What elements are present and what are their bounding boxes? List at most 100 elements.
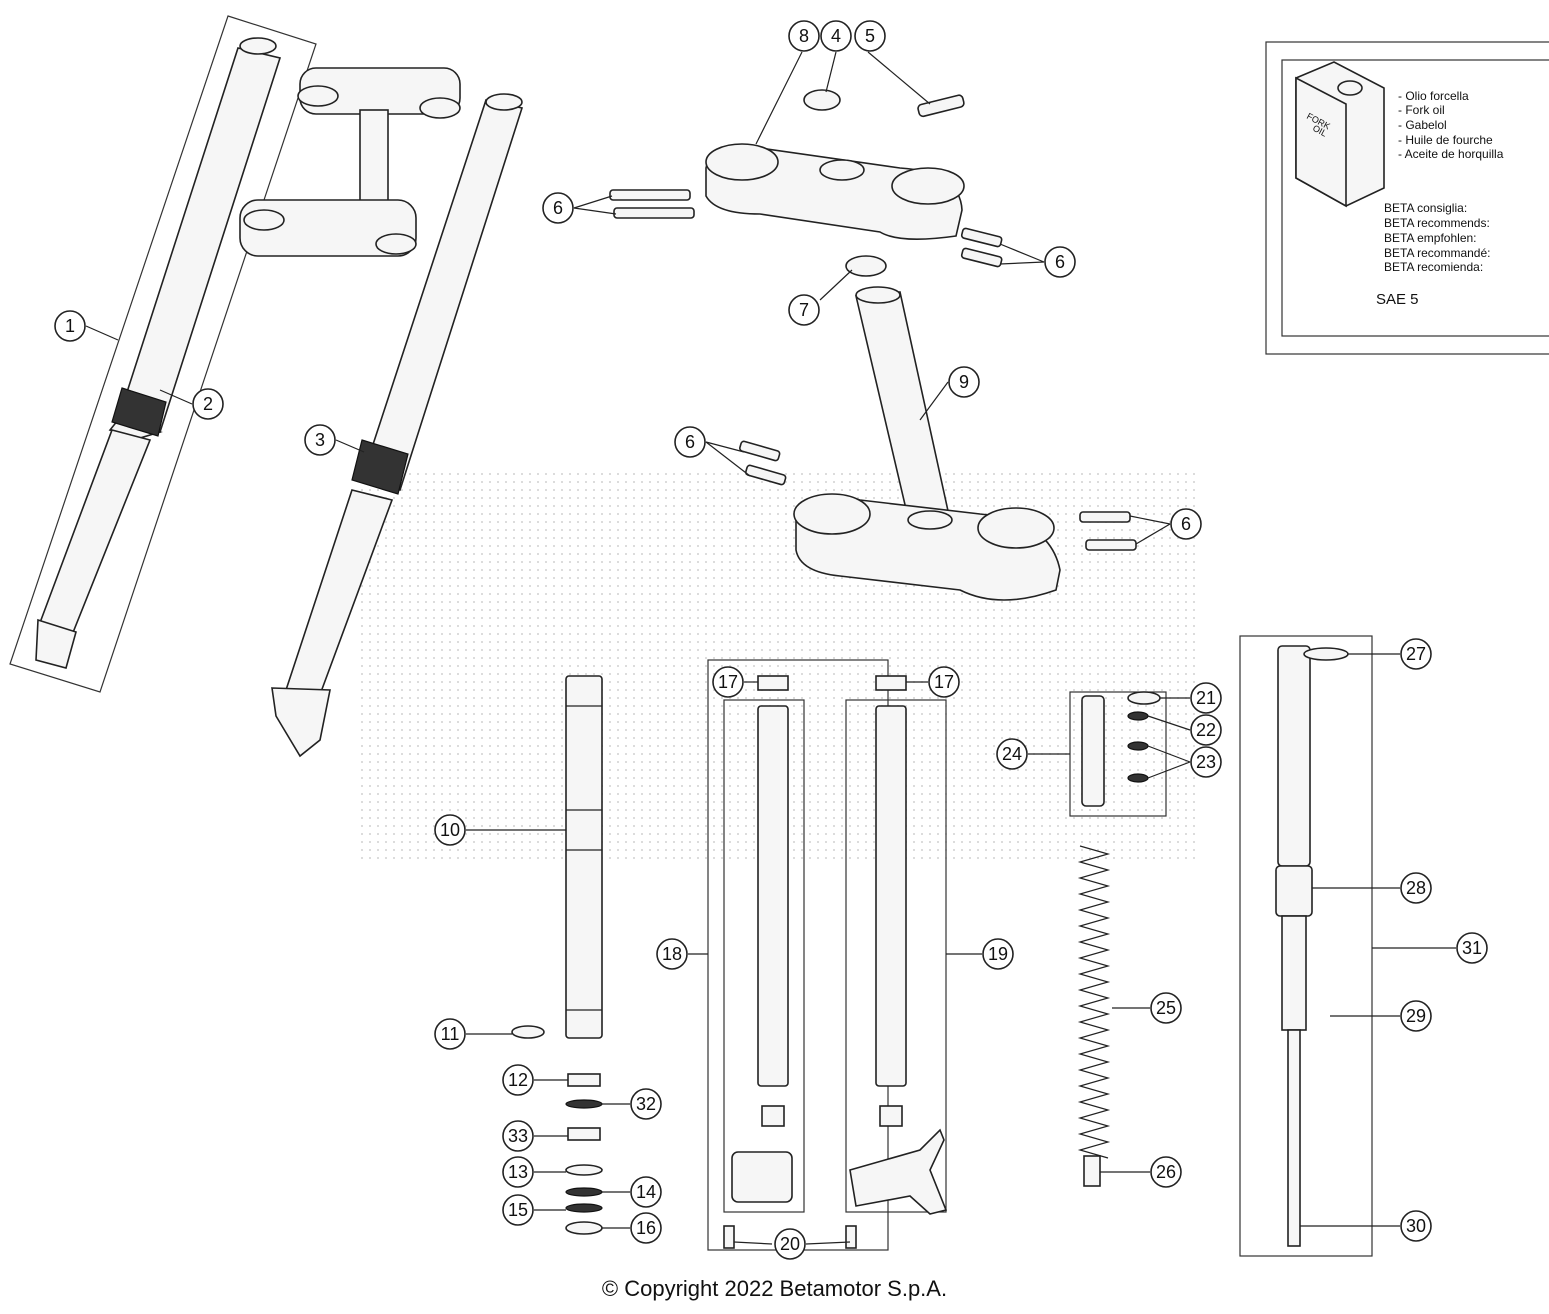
- callout-7: 7: [788, 294, 820, 326]
- callout-4: 4: [820, 20, 852, 52]
- callout-26: 26: [1150, 1156, 1182, 1188]
- callout-33: 33: [502, 1120, 534, 1152]
- oil-name-fr: - Huile de fourche: [1398, 133, 1493, 147]
- callout-29: 29: [1400, 1000, 1432, 1032]
- callout-30: 30: [1400, 1210, 1432, 1242]
- callout-14: 14: [630, 1176, 662, 1208]
- recommend-es: BETA recomienda:: [1384, 260, 1483, 274]
- callout-number: 28: [1406, 878, 1426, 898]
- callout-number: 8: [799, 26, 809, 46]
- callout-16: 16: [630, 1212, 662, 1244]
- callout-number: 17: [934, 672, 954, 692]
- callout-1: 1: [54, 310, 86, 342]
- callout-number: 27: [1406, 644, 1426, 664]
- callout-5: 5: [854, 20, 886, 52]
- callout-12: 12: [502, 1064, 534, 1096]
- callout-number: 30: [1406, 1216, 1426, 1236]
- callout-6: 6: [542, 192, 574, 224]
- recommend-de: BETA empfohlen:: [1384, 231, 1477, 245]
- callout-32: 32: [630, 1088, 662, 1120]
- callout-number: 6: [1181, 514, 1191, 534]
- clamp-assembly-small: [239, 67, 461, 257]
- callout-20: 20: [774, 1228, 806, 1260]
- callout-11: 11: [434, 1018, 466, 1050]
- callout-number: 11: [441, 1024, 460, 1044]
- callout-19: 19: [982, 938, 1014, 970]
- callout-number: 18: [662, 944, 682, 964]
- valve-assembly: [1069, 691, 1167, 817]
- callout-6: 6: [1170, 508, 1202, 540]
- fork-left-assembly: [9, 15, 317, 693]
- callout-number: 19: [988, 944, 1008, 964]
- inner-tube-right: [845, 675, 948, 1249]
- callout-number: 15: [508, 1200, 528, 1220]
- callout-6: 6: [1044, 246, 1076, 278]
- inner-tube-left: [707, 659, 889, 1251]
- oil-name-en: - Fork oil: [1398, 103, 1445, 117]
- oil-legend: FORK OIL - Olio forcella - Fork oil - Ga…: [1265, 41, 1549, 355]
- callout-number: 16: [636, 1218, 656, 1238]
- callout-number: 6: [1055, 252, 1065, 272]
- callout-18: 18: [656, 938, 688, 970]
- oil-name-it: - Olio forcella: [1398, 89, 1469, 103]
- callout-2: 2: [192, 388, 224, 420]
- recommend-it: BETA consiglia:: [1384, 201, 1467, 215]
- oil-grade: SAE 5: [1376, 291, 1419, 308]
- callout-number: 20: [780, 1234, 800, 1254]
- recommend-en: BETA recommends:: [1384, 216, 1490, 230]
- callout-31: 31: [1456, 932, 1488, 964]
- leader-lines: [85, 51, 1456, 1245]
- callout-number: 4: [831, 26, 841, 46]
- callout-number: 2: [203, 394, 213, 414]
- callout-number: 21: [1196, 688, 1216, 708]
- callout-24: 24: [996, 738, 1028, 770]
- callout-number: 6: [553, 198, 563, 218]
- callout-number: 5: [865, 26, 875, 46]
- callout-28: 28: [1400, 872, 1432, 904]
- outer-tube: [511, 675, 603, 1235]
- callout-number: 14: [636, 1182, 656, 1202]
- callout-number: 29: [1406, 1006, 1426, 1026]
- callout-number: 22: [1196, 720, 1216, 740]
- callout-number: 23: [1196, 752, 1216, 772]
- callout-number: 13: [508, 1162, 528, 1182]
- callout-9: 9: [948, 366, 980, 398]
- callout-15: 15: [502, 1194, 534, 1226]
- upper-triple-clamp: [609, 89, 1003, 277]
- fork-right-assembly: [271, 93, 524, 758]
- callout-25: 25: [1150, 992, 1182, 1024]
- callout-23: 23: [1190, 746, 1222, 778]
- callout-10: 10: [434, 814, 466, 846]
- oil-name-de: - Gabelol: [1398, 118, 1447, 132]
- callout-17: 17: [928, 666, 960, 698]
- fork-spring: [1077, 845, 1111, 1187]
- callout-number: 24: [1002, 744, 1022, 764]
- callout-8: 8: [788, 20, 820, 52]
- callout-number: 7: [799, 300, 809, 320]
- callout-number: 1: [65, 316, 75, 336]
- damper-cartridge: [1239, 635, 1373, 1257]
- callout-number: 6: [685, 432, 695, 452]
- callout-number: 9: [959, 372, 969, 392]
- callout-number: 25: [1156, 998, 1176, 1018]
- callout-27: 27: [1400, 638, 1432, 670]
- lower-clamp-and-stem: [739, 286, 1137, 601]
- callout-number: 12: [508, 1070, 528, 1090]
- callout-number: 26: [1156, 1162, 1176, 1182]
- callout-22: 22: [1190, 714, 1222, 746]
- callout-number: 17: [718, 672, 738, 692]
- recommend-fr: BETA recommandé:: [1384, 246, 1491, 260]
- callout-number: 3: [315, 430, 325, 450]
- copyright-notice: © Copyright 2022 Betamotor S.p.A.: [601, 1276, 948, 1301]
- callout-6: 6: [674, 426, 706, 458]
- callout-number: 10: [440, 820, 460, 840]
- callout-21: 21: [1190, 682, 1222, 714]
- callout-number: 33: [508, 1126, 528, 1146]
- callout-number: 31: [1462, 938, 1482, 958]
- oil-name-es: - Aceite de horquilla: [1398, 147, 1504, 161]
- callout-17: 17: [712, 666, 744, 698]
- callout-13: 13: [502, 1156, 534, 1188]
- callout-3: 3: [304, 424, 336, 456]
